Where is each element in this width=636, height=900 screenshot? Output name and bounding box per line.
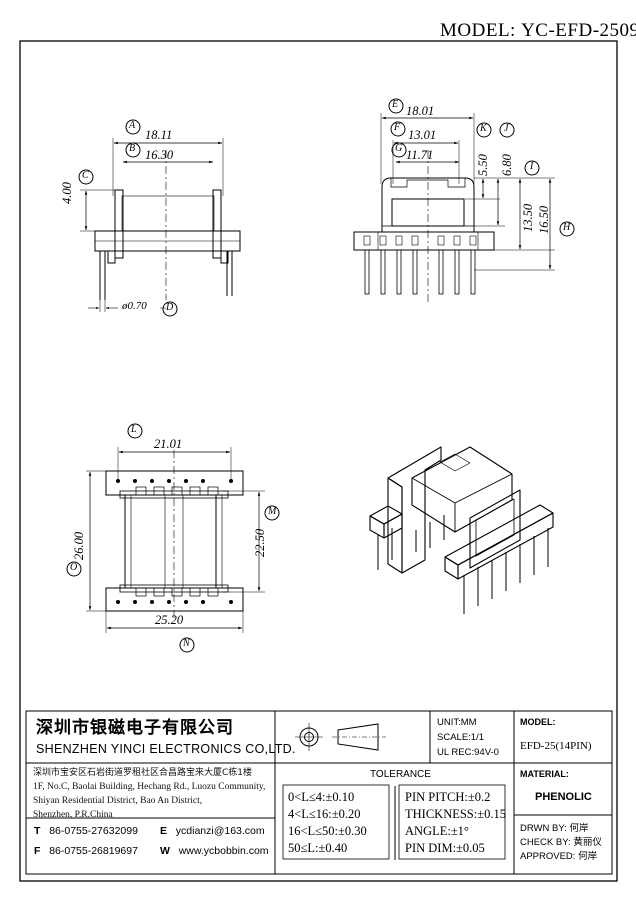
callout-b: B xyxy=(129,143,136,154)
tel-row: T 86-0755-27632099 xyxy=(34,825,138,838)
title-block-grid xyxy=(25,710,613,875)
callout-h: H xyxy=(563,222,571,233)
material-label: MATERIAL: xyxy=(520,769,569,779)
check-by-row: CHECK BY: 黄丽仪 xyxy=(520,836,602,849)
fax-row: F 86-0755-26819697 xyxy=(34,845,138,858)
approved-row: APPROVED: 何岸 xyxy=(520,850,597,863)
tolerance-right-4: PIN DIM:±0.05 xyxy=(405,841,485,855)
dim-g-value: 11.71 xyxy=(406,148,434,162)
address-line-1: 深圳市宝安区石岩街道罗租社区合昌路宝来大厦C栋1楼 xyxy=(33,768,253,778)
email-value: ycdianzi@163.com xyxy=(175,825,265,837)
callout-c: C xyxy=(82,170,89,181)
fax-value: 86-0755-26819697 xyxy=(49,845,138,857)
address-line-4: Shenzhen, P.R.China xyxy=(33,810,113,820)
dim-n-value: 25.20 xyxy=(155,613,184,627)
dim-i-value: 13.50 xyxy=(521,203,535,232)
fax-label: F xyxy=(34,845,41,857)
front-view xyxy=(353,98,575,302)
callout-o: O xyxy=(70,562,78,573)
tolerance-left-4: 50≤L:±0.40 xyxy=(288,841,348,855)
material-value: PHENOLIC xyxy=(535,791,592,803)
dim-f-value: 13.01 xyxy=(408,128,437,142)
dim-b-value: 16.30 xyxy=(145,148,174,162)
dim-m-value: 22.50 xyxy=(253,528,267,557)
company-address: 深圳市宝安区石岩街道罗租社区合昌路宝来大厦C栋1楼 1F, No.C, Baol… xyxy=(33,766,273,822)
drawn-by-value: 何岸 xyxy=(569,823,589,834)
callout-g: G xyxy=(395,143,403,154)
drawing-model-header: MODEL: YC-EFD-2509 xyxy=(440,20,636,42)
callout-k: K xyxy=(480,123,487,134)
callout-f: F xyxy=(394,122,401,133)
drawing-frame xyxy=(19,40,618,882)
isometric-view xyxy=(369,446,554,614)
dim-d-value: ø0.70 xyxy=(122,300,147,312)
dim-k-value: 5.50 xyxy=(476,154,490,176)
tel-value: 86-0755-27632099 xyxy=(49,825,138,837)
dim-a-value: 18.11 xyxy=(145,128,173,142)
scale-text: SCALE:1/1 xyxy=(437,732,484,743)
dim-l-value: 21.01 xyxy=(154,437,183,451)
side-view xyxy=(78,119,241,317)
top-view xyxy=(66,423,280,653)
callout-e: E xyxy=(392,99,399,110)
check-by-label: CHECK BY: xyxy=(520,837,571,848)
callout-l: L xyxy=(131,424,137,435)
dim-h-value: 16.50 xyxy=(537,205,551,234)
approved-value: 何岸 xyxy=(578,851,598,862)
drawn-by-label: DRWN BY: xyxy=(520,823,567,834)
model-value: YC-EFD-2509 xyxy=(521,20,636,41)
callout-a: A xyxy=(129,120,136,131)
web-value: www.ycbobbin.com xyxy=(178,845,269,857)
callout-i: I xyxy=(530,161,534,172)
check-by-value: 黄丽仪 xyxy=(573,837,602,848)
model-field-label: MODEL: xyxy=(520,717,556,727)
tolerance-right-3: ANGLE:±1° xyxy=(405,824,469,838)
unit-text: UNIT:MM xyxy=(437,717,477,728)
address-line-3: Shiyan Residential District, Bao An Dist… xyxy=(33,796,203,806)
tolerance-left-1: 0<L≤4:±0.10 xyxy=(288,790,355,804)
tolerance-title: TOLERANCE xyxy=(370,769,431,780)
tolerance-right-1: PIN PITCH:±0.2 xyxy=(405,790,491,804)
web-row: W www.ycbobbin.com xyxy=(160,845,269,858)
web-label: W xyxy=(160,845,170,857)
email-label: E xyxy=(160,825,168,837)
company-name-cn: 深圳市银磁电子有限公司 xyxy=(36,718,234,738)
dim-o-value: 26.00 xyxy=(72,531,86,560)
callout-d: D xyxy=(166,302,174,313)
tolerance-left-2: 4<L≤16:±0.20 xyxy=(288,807,361,821)
callout-j: J xyxy=(504,123,509,134)
dim-c-value: 4.00 xyxy=(60,182,74,204)
callout-n: N xyxy=(183,638,190,649)
dim-j-value: 6.80 xyxy=(500,154,514,176)
approved-label: APPROVED: xyxy=(520,851,576,862)
tolerance-right-2: THICKNESS:±0.15 xyxy=(405,807,506,821)
dim-e-value: 18.01 xyxy=(406,104,435,118)
ul-rec-text: UL REC:94V-0 xyxy=(437,747,499,758)
drawn-by-row: DRWN BY: 何岸 xyxy=(520,822,588,835)
model-field-value: EFD-25(14PIN) xyxy=(520,740,592,752)
tolerance-left-3: 16<L≤50:±0.30 xyxy=(288,824,367,838)
company-name-en: SHENZHEN YINCI ELECTRONICS CO,LTD. xyxy=(36,742,296,756)
callout-m: M xyxy=(268,506,277,517)
email-row: E ycdianzi@163.com xyxy=(160,825,265,838)
tel-label: T xyxy=(34,825,41,837)
model-label: MODEL: xyxy=(440,20,516,41)
address-line-2: 1F, No.C, Baolai Building, Hechang Rd., … xyxy=(33,782,266,792)
